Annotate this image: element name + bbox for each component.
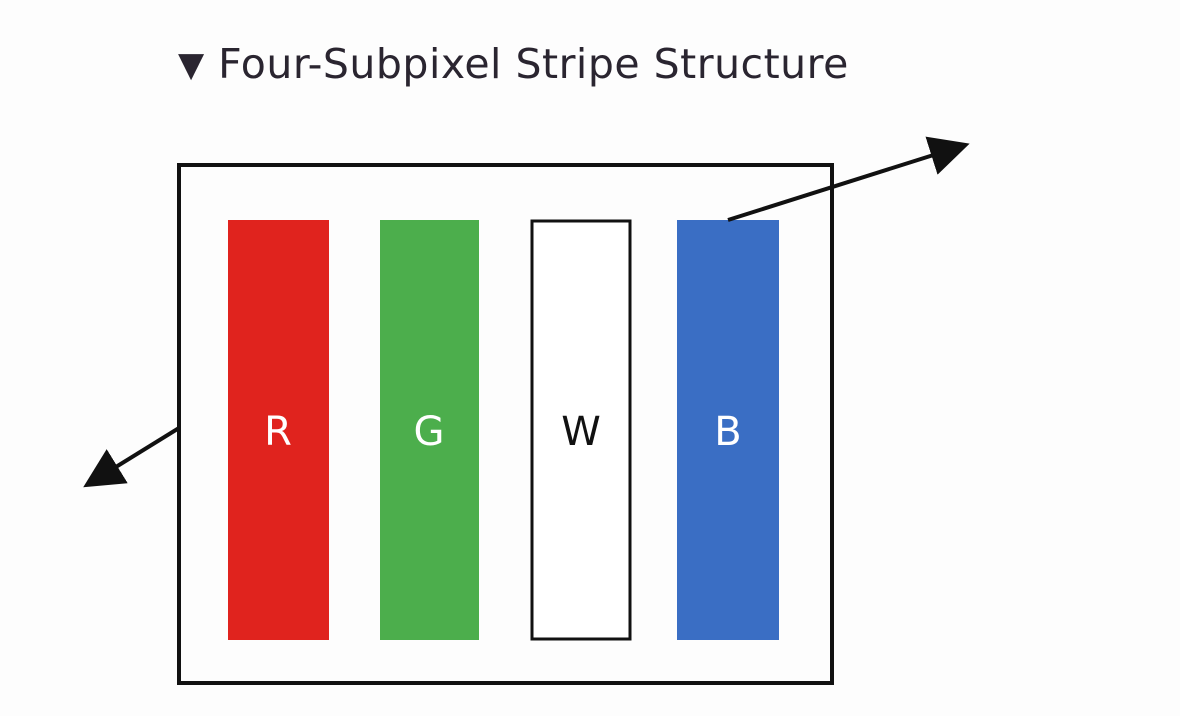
arrow-up-right — [727, 136, 970, 222]
pixel-frame — [177, 163, 834, 685]
subpixel-b-label: B — [714, 409, 741, 455]
subpixel-b: B — [677, 220, 779, 640]
arrow-down-left — [83, 426, 181, 488]
subpixel-g-label: G — [414, 409, 445, 455]
subpixel-g-bar — [380, 220, 479, 640]
subpixel-b-bar — [677, 220, 779, 640]
subpixel-r: R — [228, 220, 329, 640]
subpixel-r-bar — [228, 220, 329, 640]
subpixel-w-bar — [530, 219, 632, 641]
triangle-down-icon: ▼ — [178, 44, 205, 85]
subpixel-w-label: W — [561, 409, 601, 455]
subpixel-w: W — [530, 219, 632, 641]
subpixel-r-label: R — [264, 409, 292, 455]
title-text: Four-Subpixel Stripe Structure — [218, 40, 849, 88]
diagram-title: ▼ Four-Subpixel Stripe Structure — [178, 44, 849, 85]
subpixel-g: G — [380, 220, 479, 640]
